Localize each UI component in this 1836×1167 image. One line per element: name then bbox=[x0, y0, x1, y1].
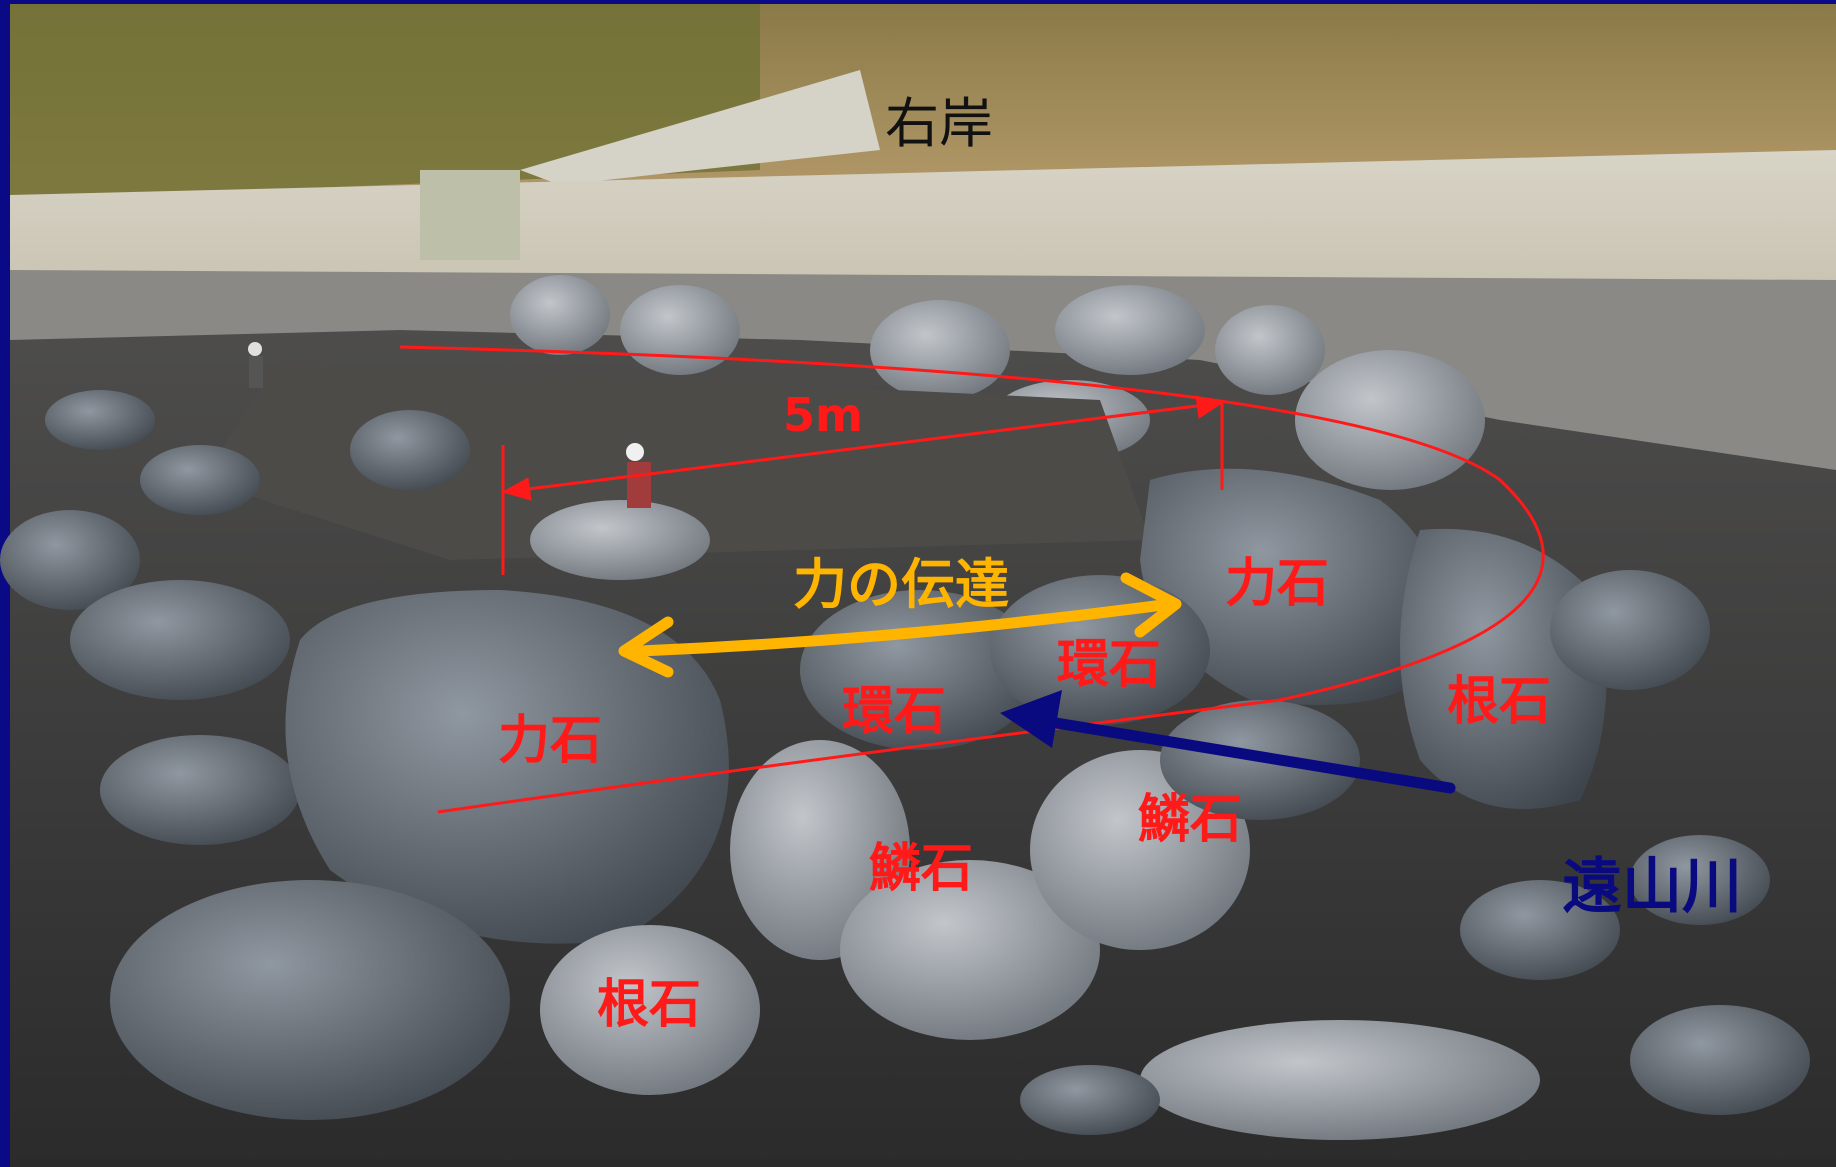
boulder-foreground bbox=[110, 880, 510, 1120]
ne-ishi-label-left: 根石 bbox=[597, 975, 702, 1035]
chikara-ishi-label-right: 力石 bbox=[1225, 554, 1330, 614]
boulder-center bbox=[990, 575, 1210, 725]
boulder bbox=[0, 510, 140, 610]
boulder-foreground bbox=[540, 925, 760, 1095]
structure-outline-curve bbox=[399, 345, 1545, 814]
boulder-scale bbox=[840, 860, 1100, 1040]
wall-block bbox=[420, 170, 520, 260]
right-bank-label: 右岸 bbox=[885, 92, 993, 155]
boulder bbox=[1020, 1065, 1160, 1135]
boulder bbox=[620, 285, 740, 375]
uroko-ishi-label-left: 鱗石 bbox=[869, 839, 974, 899]
boulder-large-left bbox=[285, 590, 729, 944]
boulder bbox=[1550, 570, 1710, 690]
far-bank bbox=[10, 270, 1836, 470]
concrete-ramp bbox=[520, 70, 880, 185]
boulder bbox=[1055, 285, 1205, 375]
kan-ishi-label-upper: 環石 bbox=[1057, 635, 1162, 695]
boulder bbox=[530, 500, 710, 580]
kan-ishi-label-lower: 環石 bbox=[842, 682, 947, 742]
uroko-ishi-label-right: 鱗石 bbox=[1138, 790, 1243, 850]
river-flow-arrow bbox=[1000, 690, 1456, 794]
boulder bbox=[1295, 350, 1485, 490]
boulder bbox=[870, 300, 1010, 400]
boulder-foreground bbox=[1140, 1020, 1540, 1140]
boulder bbox=[70, 580, 290, 700]
dimension-arrow bbox=[501, 395, 1224, 575]
boulder bbox=[1460, 880, 1620, 980]
boulder bbox=[140, 445, 260, 515]
boulder bbox=[45, 390, 155, 450]
boulder bbox=[510, 275, 610, 355]
force-transmission-arrow bbox=[618, 572, 1182, 678]
boulder bbox=[1630, 1005, 1810, 1115]
boulder bbox=[350, 410, 470, 490]
boulder bbox=[1630, 835, 1770, 925]
worker-figure bbox=[248, 342, 263, 388]
worker-figure bbox=[626, 443, 651, 508]
boulder-root-right bbox=[1400, 528, 1607, 809]
boulder bbox=[1215, 305, 1325, 395]
chikara-ishi-label-left: 力石 bbox=[498, 711, 603, 771]
gravel-bar bbox=[200, 360, 1150, 560]
boulder bbox=[100, 735, 300, 845]
bamboo-grove bbox=[10, 4, 760, 200]
ne-ishi-label-right: 根石 bbox=[1447, 672, 1552, 732]
river-name-label: 遠山川 bbox=[1562, 852, 1742, 922]
distance-label: 5m bbox=[783, 388, 863, 442]
boulder-large-right bbox=[1140, 468, 1444, 705]
force-transmission-label: 力の伝達 bbox=[793, 553, 1009, 616]
